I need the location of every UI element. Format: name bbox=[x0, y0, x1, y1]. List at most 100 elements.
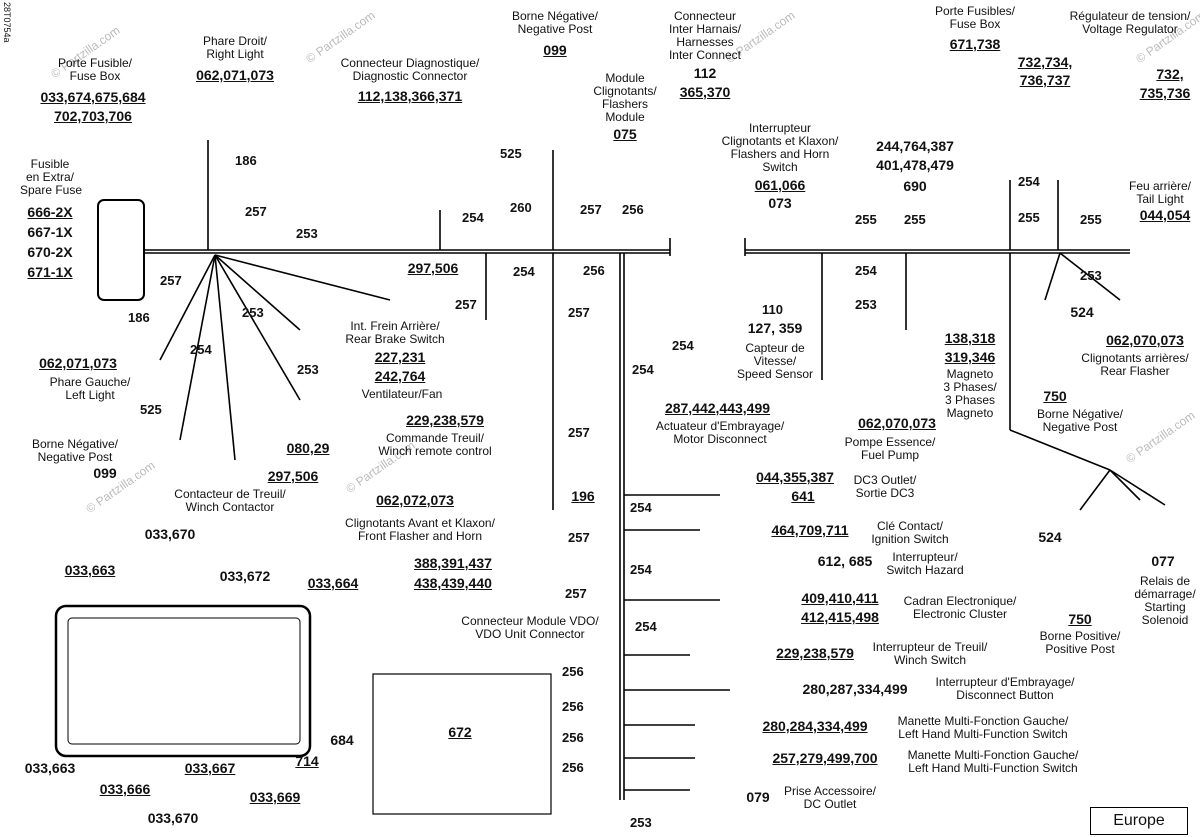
wire-number: 255 bbox=[1018, 210, 1040, 225]
part-cluster-1: 409,410,411 bbox=[801, 590, 879, 606]
wire-number: 257 bbox=[160, 273, 182, 288]
label-ignition: Clé Contact/Ignition Switch bbox=[871, 519, 949, 546]
part-196: 196 bbox=[571, 488, 595, 504]
wire-number: 254 bbox=[513, 264, 535, 279]
part-speed-1: 127, 359 bbox=[747, 320, 803, 336]
part-left-light: 062,071,073 bbox=[39, 355, 117, 371]
part-vdo-1: 388,391,437 bbox=[414, 555, 492, 571]
part-neg-top: 099 bbox=[543, 42, 567, 58]
part-box-684: 684 bbox=[330, 732, 354, 748]
part-reg2-1: 732, bbox=[1156, 66, 1184, 82]
side-code: 28T0754a bbox=[2, 2, 12, 43]
label-neg-top: Borne Négative/Negative Post bbox=[511, 9, 599, 36]
label-disconnect: Interrupteur d'Embrayage/Disconnect Butt… bbox=[935, 675, 1075, 702]
label-winch-remote: Commande Treuil/Winch remote control bbox=[378, 431, 492, 458]
label-left-light: Phare Gauche/Left Light bbox=[49, 375, 131, 402]
part-spare-2: 667-1X bbox=[27, 224, 73, 240]
part-switch-061: 061,066 bbox=[754, 177, 806, 193]
part-right-light: 062,071,073 bbox=[196, 67, 274, 83]
wire-number: 255 bbox=[1080, 212, 1102, 227]
label-front-flasher: Clignotants Avant et Klaxon/Front Flashe… bbox=[345, 516, 495, 543]
label-winch-contactor: Contacteur de Treuil/Winch Contactor bbox=[174, 487, 286, 514]
part-524: 524 bbox=[1038, 529, 1062, 545]
part-box-663-bot: 033,663 bbox=[24, 760, 76, 776]
part-reg-2: 736,737 bbox=[1019, 72, 1071, 88]
part-box-714: 714 bbox=[295, 753, 319, 769]
wire-number: 257 bbox=[455, 297, 477, 312]
part-magneto-2: 319,346 bbox=[944, 349, 996, 365]
label-fuel-pump: Pompe Essence/Fuel Pump bbox=[844, 435, 936, 462]
label-mf2: Manette Multi-Fonction Gauche/Left Hand … bbox=[907, 748, 1079, 775]
label-winch-switch: Interrupteur de Treuil/Winch Switch bbox=[872, 640, 988, 667]
wire-number: 254 bbox=[632, 362, 654, 377]
part-inter-365: 365,370 bbox=[679, 84, 731, 100]
part-spare-4: 671-1X bbox=[27, 264, 73, 280]
part-fuel-pump: 062,070,073 bbox=[858, 415, 936, 431]
part-ignition: 464,709,711 bbox=[771, 522, 849, 538]
part-brake-2: 242,764 bbox=[374, 368, 426, 384]
part-mf2: 257,279,499,700 bbox=[772, 750, 878, 766]
label-regulator: Régulateur de tension/Voltage Regulator bbox=[1069, 9, 1191, 36]
label-fuse-box-left: Porte Fusible/Fuse Box bbox=[57, 56, 133, 83]
part-neg-left: 099 bbox=[93, 465, 117, 481]
wire-number: 253 bbox=[242, 305, 264, 320]
part-fusebox-right: 671,738 bbox=[949, 36, 1001, 52]
wire-number: 254 bbox=[462, 210, 484, 225]
part-rear-flasher: 062,070,073 bbox=[1106, 332, 1184, 348]
wire-number: 254 bbox=[190, 342, 212, 357]
part-inter-112: 112 bbox=[693, 65, 717, 81]
label-motor-disc: Actuateur d'Embrayage/Motor Disconnect bbox=[655, 419, 785, 446]
wire-number: 257 bbox=[568, 530, 590, 545]
label-dc3: DC3 Outlet/Sortie DC3 bbox=[853, 473, 917, 500]
label-neg-left: Borne Négative/Negative Post bbox=[31, 437, 119, 464]
part-fuse-box-left-1: 033,674,675,684 bbox=[40, 89, 146, 105]
wire-number: 256 bbox=[622, 202, 644, 217]
part-reg-1: 732,734, bbox=[1017, 54, 1073, 70]
wire-number: 256 bbox=[583, 263, 605, 278]
part-brake-297: 297,506 bbox=[407, 260, 459, 276]
label-mf1: Manette Multi-Fonction Gauche/Left Hand … bbox=[897, 714, 1069, 741]
label-tail-light: Feu arrière/Tail Light bbox=[1128, 179, 1192, 206]
label-fusebox-right: Porte Fusibles/Fuse Box bbox=[934, 4, 1016, 31]
wire-number: 253 bbox=[1080, 268, 1102, 283]
wire-number: 253 bbox=[855, 297, 877, 312]
part-tail-light: 044,054 bbox=[1139, 207, 1191, 223]
label-hazard: Interrupteur/Switch Hazard bbox=[886, 550, 964, 577]
wire-number: 257 bbox=[568, 425, 590, 440]
part-winch-contactor: 297,506 bbox=[267, 468, 319, 484]
label-diag: Connecteur Diagnostique/Diagnostic Conne… bbox=[340, 56, 480, 83]
wire-number: 256 bbox=[562, 730, 584, 745]
wire-number: 253 bbox=[297, 362, 319, 377]
wire-number: 254 bbox=[630, 500, 652, 515]
part-box-664: 033,664 bbox=[307, 575, 359, 591]
label-fan: Ventilateur/Fan bbox=[361, 387, 443, 401]
part-pos-post: 750 bbox=[1068, 611, 1092, 627]
part-disconnect: 280,287,334,499 bbox=[802, 681, 908, 697]
part-spare-3: 670-2X bbox=[27, 244, 73, 260]
part-dc-outlet: 079 bbox=[746, 789, 770, 805]
part-box-672: 033,672 bbox=[219, 568, 271, 584]
part-dc3-1: 044,355,387 bbox=[756, 469, 834, 485]
part-mf1: 280,284,334,499 bbox=[762, 718, 868, 734]
part-box-663-top: 033,663 bbox=[64, 562, 116, 578]
wire-number: 186 bbox=[128, 310, 150, 325]
part-motor-disc: 287,442,443,499 bbox=[664, 400, 771, 416]
part-relay: 077 bbox=[1151, 553, 1175, 569]
part-dc3-2: 641 bbox=[791, 488, 815, 504]
part-box-670-bot: 033,670 bbox=[147, 810, 199, 826]
label-right-light: Phare Droit/Right Light bbox=[202, 34, 268, 61]
label-neg-right: Borne Négative/Negative Post bbox=[1036, 407, 1124, 434]
wire-number: 254 bbox=[672, 338, 694, 353]
wire-number: 254 bbox=[635, 619, 657, 634]
part-reg2-2: 735,736 bbox=[1139, 85, 1191, 101]
wire-number: 256 bbox=[562, 760, 584, 775]
wire-number: 254 bbox=[630, 562, 652, 577]
part-080: 080,29 bbox=[286, 440, 330, 456]
wire-number: 255 bbox=[904, 212, 926, 227]
